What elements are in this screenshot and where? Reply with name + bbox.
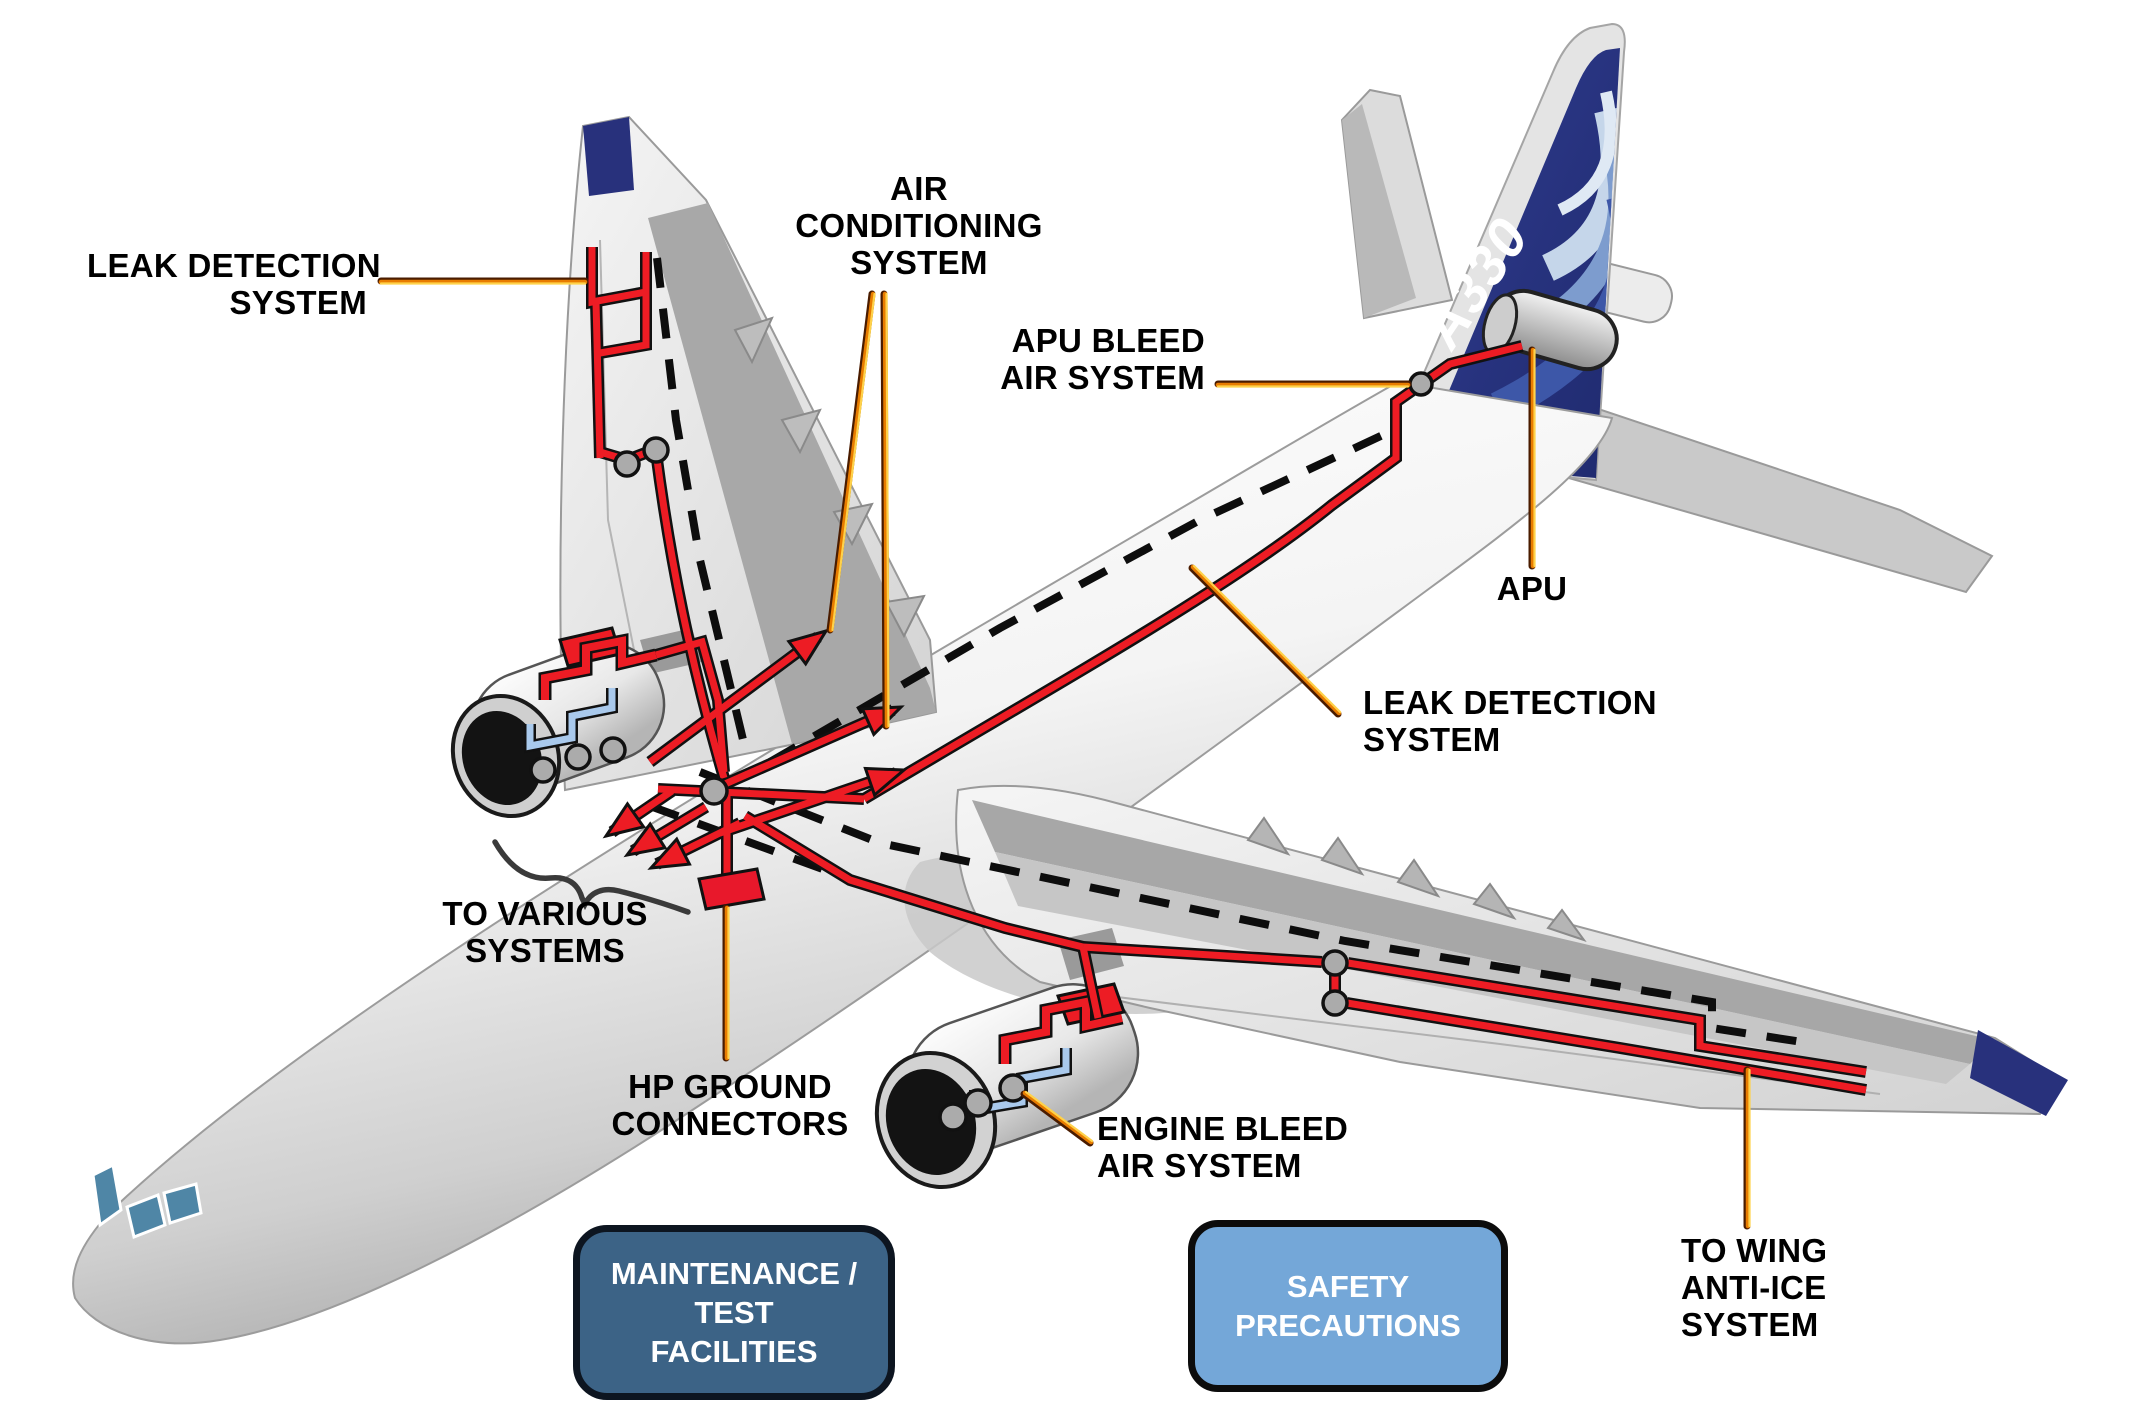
button-line: MAINTENANCE / [610,1256,858,1291]
label-line: TO VARIOUS [442,895,648,932]
air-conditioning-leader-right [880,290,890,730]
label-hp-ground-connectors: HP GROUND CONNECTORS [580,1068,880,1142]
label-to-wing-anti-ice-system: TO WING ANTI-ICE SYSTEM [1681,1232,1901,1343]
label-line: AIR SYSTEM [1097,1147,1302,1184]
right-winglet-navy [1970,1030,2068,1116]
apu-unit [1481,288,1619,372]
air-conditioning-leader-left [826,290,876,634]
left-horizontal-stabilizer-shade [1342,104,1416,318]
button-line: PRECAUTIONS [1235,1308,1461,1343]
maintenance-test-facilities-button[interactable]: MAINTENANCE / TEST FACILITIES [573,1225,895,1400]
right-wing-upper-band [972,800,1993,1064]
leader-lines [377,277,1751,1230]
leak-detection-left-leader [377,277,589,285]
button-line: TEST [694,1295,774,1330]
label-line: APU BLEED [1011,322,1205,359]
label-line: SYSTEM [229,284,367,321]
label-line: LEAK DETECTION [1363,684,1657,721]
label-line: ENGINE BLEED [1097,1110,1349,1147]
dashed-fuselage [767,424,1400,766]
cockpit-windows [91,1162,203,1240]
button-line: FACILITIES [650,1334,818,1369]
label-apu: APU [1487,570,1577,607]
label-line: SYSTEM [1681,1306,1819,1343]
engine-bleed-leader [1020,1090,1094,1147]
left-wingtip-navy [583,117,634,196]
airframe: A330 [72,22,2068,1345]
wing-anti-ice-leader [1743,1066,1751,1230]
label-line: TO WING [1681,1232,1828,1269]
leak-detection-right-leader [1188,564,1342,718]
label-line: CONNECTORS [611,1105,849,1142]
label-engine-bleed-air-system: ENGINE BLEED AIR SYSTEM [1097,1110,1397,1184]
fuselage [72,380,1614,1345]
label-to-various-systems: TO VARIOUS SYSTEMS [395,895,695,969]
label-line: AIR [890,170,948,207]
left-wing [559,115,938,792]
right-wing-mid-band [995,852,1970,1084]
label-leak-detection-left: LEAK DETECTION SYSTEM [87,247,381,321]
label-line: SYSTEM [1363,721,1501,758]
left-wing-flap-band [648,203,936,744]
hp-ground-leader [722,904,730,1062]
flow-arrowheads [602,628,908,870]
label-line: SYSTEMS [465,932,625,969]
label-line: ANTI-ICE [1681,1269,1827,1306]
label-apu-bleed-air-system: APU BLEED AIR SYSTEM [955,322,1205,396]
bleed-air-ducting [529,247,1868,1132]
hp-ground-connector-box [697,867,766,911]
label-line: LEAK DETECTION [87,247,381,284]
label-line: HP GROUND [628,1068,832,1105]
label-leak-detection-right: LEAK DETECTION SYSTEM [1363,684,1693,758]
right-wing [955,784,2068,1116]
apu-bleed-leader [1214,380,1412,388]
safety-precautions-button[interactable]: SAFETY PRECAUTIONS [1188,1220,1508,1392]
right-wing-flap-fairings [1246,816,1587,942]
dashed-right-wing [698,768,1803,1046]
apu-leader [1528,346,1536,570]
to-various-systems-brace [492,839,691,915]
label-line: SYSTEM [850,244,988,281]
label-line: CONDITIONING [795,207,1043,244]
label-air-conditioning-system: AIR CONDITIONING SYSTEM [769,170,1069,281]
valves [529,371,1434,1132]
button-line: SAFETY [1286,1269,1410,1304]
label-line: APU [1496,570,1568,607]
label-line: AIR SYSTEM [1000,359,1205,396]
